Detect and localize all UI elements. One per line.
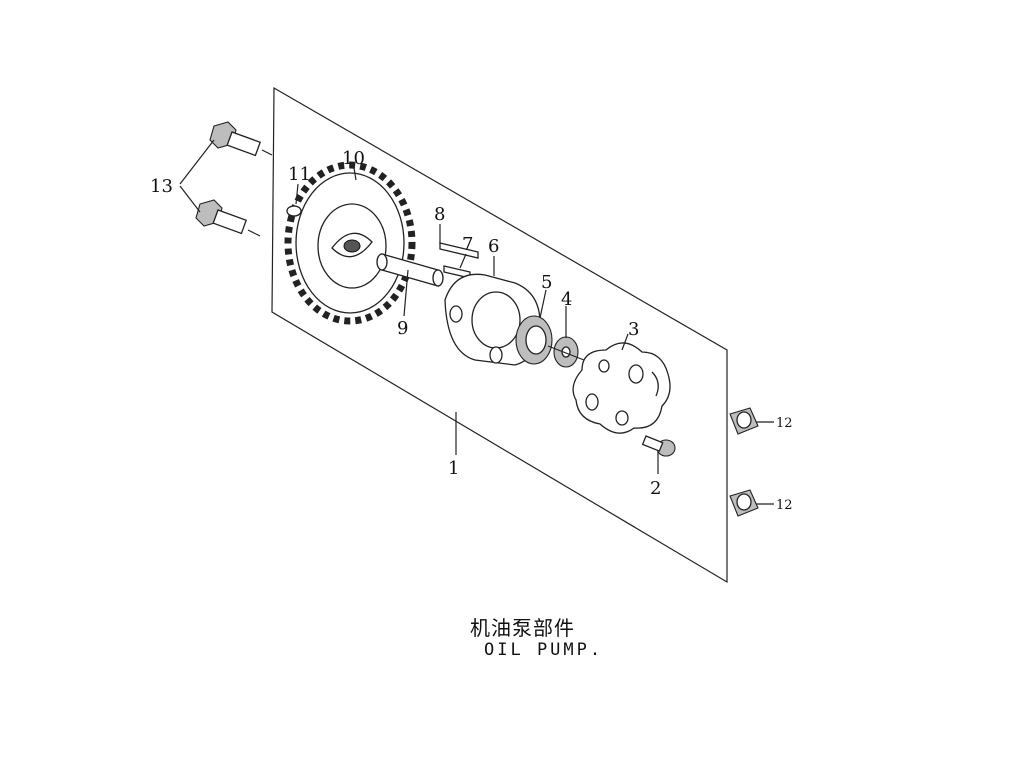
assembly-outline xyxy=(271,86,728,584)
callout-6: 6 xyxy=(488,236,499,257)
callout-5: 5 xyxy=(541,272,552,293)
callout-8: 8 xyxy=(434,204,445,225)
callout-2: 2 xyxy=(650,478,661,499)
inner-rotor xyxy=(553,336,579,368)
callout-1: 1 xyxy=(448,458,459,479)
leader-7 xyxy=(459,253,467,269)
callout-12-lower: 12 xyxy=(776,498,793,513)
axis-line xyxy=(547,345,585,361)
leader-11 xyxy=(295,183,299,205)
leader-13-upper xyxy=(179,139,215,185)
circlip xyxy=(286,205,302,217)
diagram-title-chinese: 机油泵部件 xyxy=(470,616,575,640)
dowel-bushing-upper xyxy=(729,407,759,435)
leader-3 xyxy=(621,333,629,351)
cover-screw xyxy=(641,435,676,457)
leader-9 xyxy=(403,269,409,317)
diagram-title-english: OIL PUMP. xyxy=(484,640,604,660)
callout-7: 7 xyxy=(462,234,473,255)
leader-5 xyxy=(539,289,547,319)
leader-13-lower xyxy=(179,185,201,213)
callout-12-upper: 12 xyxy=(776,416,793,431)
dowel-pin-long xyxy=(439,242,479,259)
outer-rotor xyxy=(515,315,553,365)
driven-gear xyxy=(284,161,416,325)
callout-4: 4 xyxy=(561,289,572,310)
leader-10 xyxy=(353,167,357,181)
pump-shaft xyxy=(376,253,444,287)
callout-9: 9 xyxy=(397,318,408,339)
flange-bolt-upper xyxy=(209,121,273,157)
callout-3: 3 xyxy=(628,319,639,340)
callout-10: 10 xyxy=(342,148,365,169)
dowel-bushing-lower xyxy=(729,489,759,517)
pump-cover xyxy=(572,342,671,434)
callout-13: 13 xyxy=(150,176,173,197)
callout-11: 11 xyxy=(288,164,311,185)
flange-bolt-lower xyxy=(195,199,261,237)
